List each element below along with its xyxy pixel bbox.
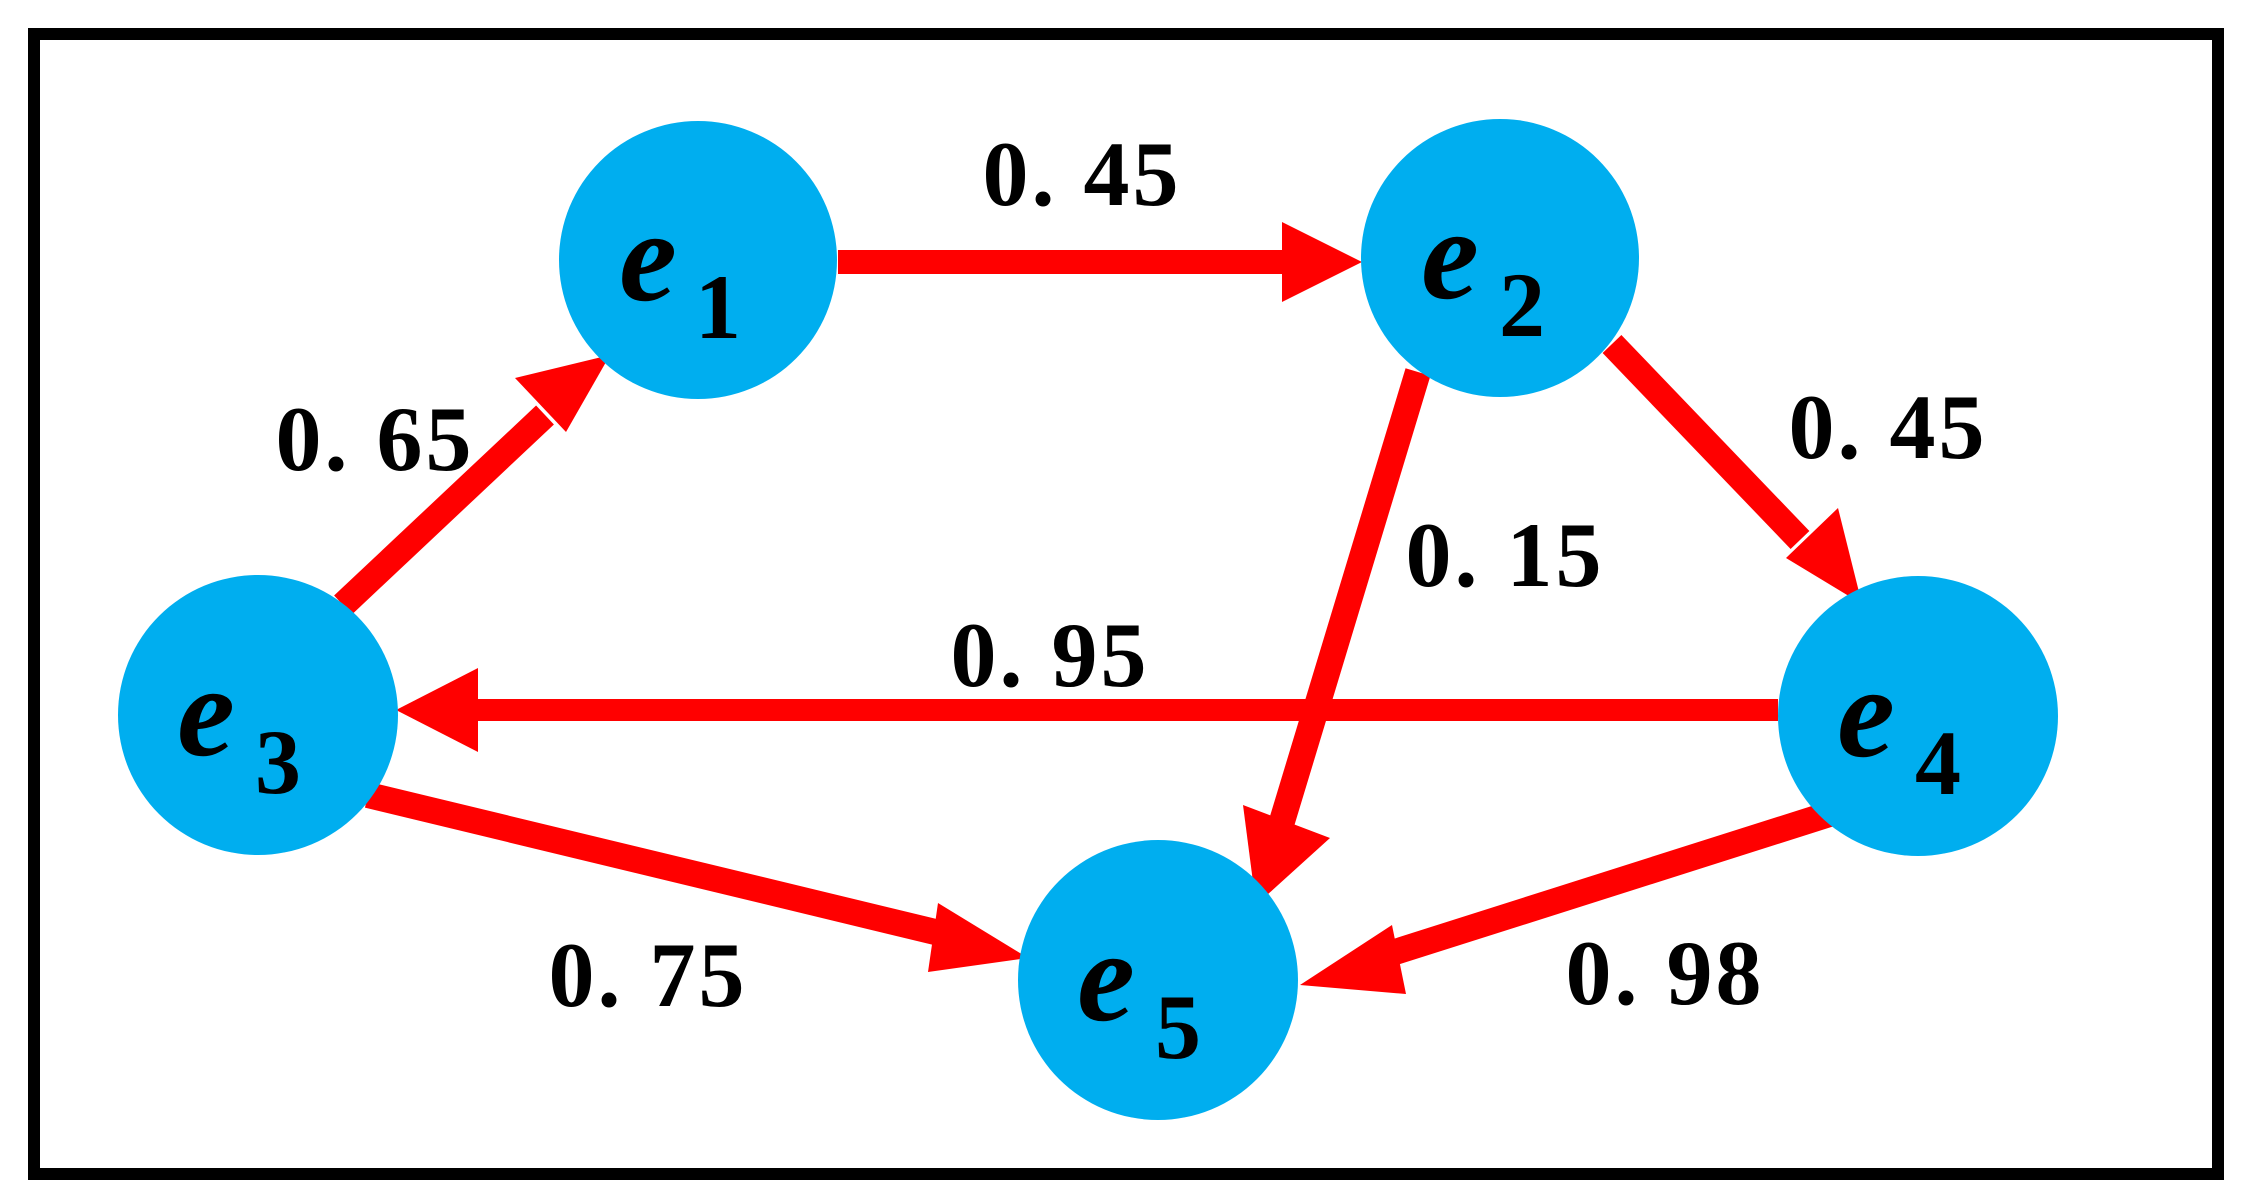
arrowhead-e4-e5 [1300,925,1406,994]
node-e5[interactable]: e 5 [1018,840,1298,1120]
edge-weight-e4-e3: 0. 95 [951,604,1150,706]
node-label-e4: e [1837,641,1895,785]
edge-weight-e2-e5: 0. 15 [1406,504,1605,606]
arrowhead-e2-e4 [1786,508,1862,604]
node-e1[interactable]: e 1 [559,121,837,399]
node-circle-e1[interactable] [559,121,837,399]
edge-weight-e4-e5: 0. 98 [1566,922,1765,1024]
arrowhead-e1-e2 [1282,222,1362,302]
arrowhead-e4-e3 [396,668,478,752]
node-sublabel-e5: 5 [1155,976,1201,1078]
node-circle-e3[interactable] [118,575,398,855]
edge-weight-e3-e1: 0. 65 [276,388,475,490]
arrowhead-e3-e1 [515,355,610,432]
node-circle-e2[interactable] [1361,119,1639,397]
arrowhead-e2-e5 [1243,805,1330,905]
edge-e3-e1 [334,355,610,615]
edge-e3-e5 [364,782,1028,972]
node-circle-e5[interactable] [1018,840,1298,1120]
edge-line-e4-e5 [1366,797,1846,973]
edge-line-e3-e5 [364,782,964,951]
edge-e2-e5 [1243,368,1431,905]
edge-weight-e2-e4: 0. 45 [1789,376,1988,478]
edge-e2-e4 [1602,335,1862,604]
node-sublabel-e4: 4 [1915,712,1961,814]
edge-line-e2-e5 [1267,368,1431,832]
node-e2[interactable]: e 2 [1361,119,1639,397]
edge-e4-e3 [396,668,1778,752]
node-label-e1: e [619,185,677,329]
node-e4[interactable]: e 4 [1778,576,2058,856]
node-label-e2: e [1421,183,1479,327]
node-sublabel-e1: 1 [695,256,741,358]
edge-weight-e1-e2: 0. 45 [983,123,1182,225]
node-sublabel-e3: 3 [255,711,301,813]
edge-e4-e5 [1300,797,1846,994]
edge-line-e2-e4 [1602,335,1810,549]
node-circle-e4[interactable] [1778,576,2058,856]
edge-line-e3-e1 [334,405,554,615]
node-label-e5: e [1077,905,1135,1049]
node-sublabel-e2: 2 [1499,254,1545,356]
node-label-e3: e [177,640,235,784]
node-e3[interactable]: e 3 [118,575,398,855]
arrowhead-e3-e5 [928,903,1028,972]
edge-weight-e3-e5: 0. 75 [549,924,748,1026]
edge-e1-e2 [838,222,1362,302]
